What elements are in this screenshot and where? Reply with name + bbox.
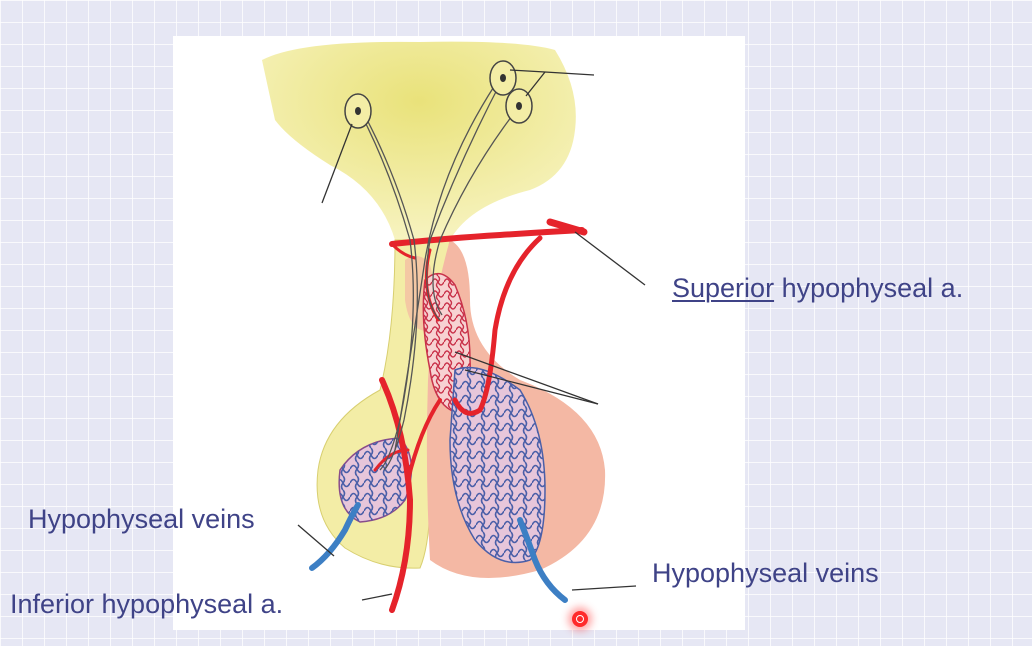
inferior-hypophyseal-artery xyxy=(373,377,442,613)
neurosecretory-axons xyxy=(359,79,519,471)
laser-pointer-icon xyxy=(572,611,588,627)
hypophyseal-veins-left-label: Hypophyseal veins xyxy=(28,504,255,534)
superior-suffix: hypophyseal a. xyxy=(774,273,964,303)
hypophyseal-veins-right-label: Hypophyseal veins xyxy=(652,558,879,588)
superior-word: Superior xyxy=(672,273,775,303)
superior-hypophyseal-label: Superior hypophyseal a. xyxy=(672,275,963,302)
hypophyseal-veins xyxy=(309,502,568,603)
inferior-hypophyseal-label: Inferior hypophyseal a. xyxy=(10,589,284,619)
leader-lines xyxy=(297,69,646,601)
